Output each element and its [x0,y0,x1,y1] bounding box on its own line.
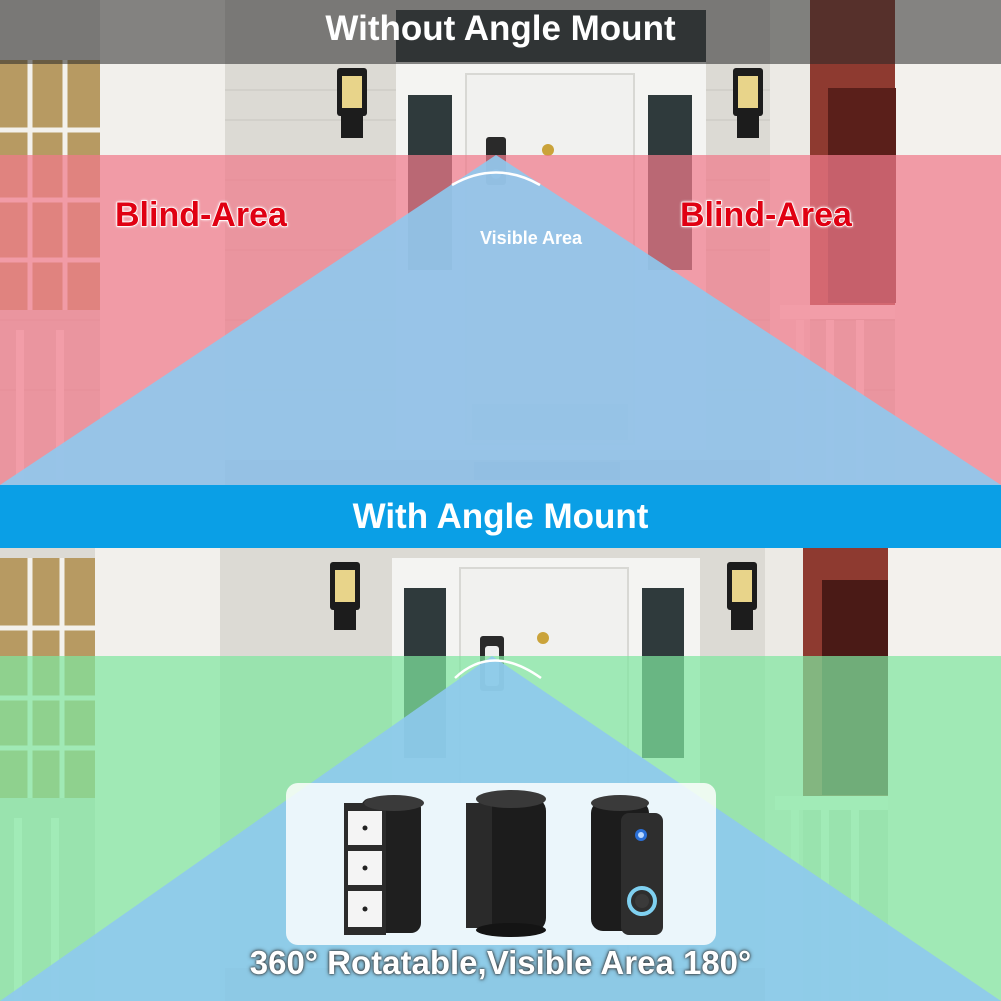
blind-area-right-label: Blind-Area [679,195,852,235]
visible-area-label: Visible Area [480,228,583,248]
porch-scene-top [0,0,1001,485]
top-title: Without Angle Mount [0,0,1001,64]
angle-mount-with-doorbell-icon [591,795,663,935]
with-mount-banner: With Angle Mount [0,485,1001,548]
product-showcase [286,783,716,945]
angle-mount-side-icon [466,790,546,937]
product-images [344,790,663,937]
angle-mount-with-spacers-icon [344,795,424,935]
without-mount-panel: Without Angle Mount Blind-Area Blind-Are… [0,0,1001,485]
blind-area-left-label: Blind-Area [114,195,287,235]
rotation-caption: 360° Rotatable,Visible Area 180° [249,944,752,981]
